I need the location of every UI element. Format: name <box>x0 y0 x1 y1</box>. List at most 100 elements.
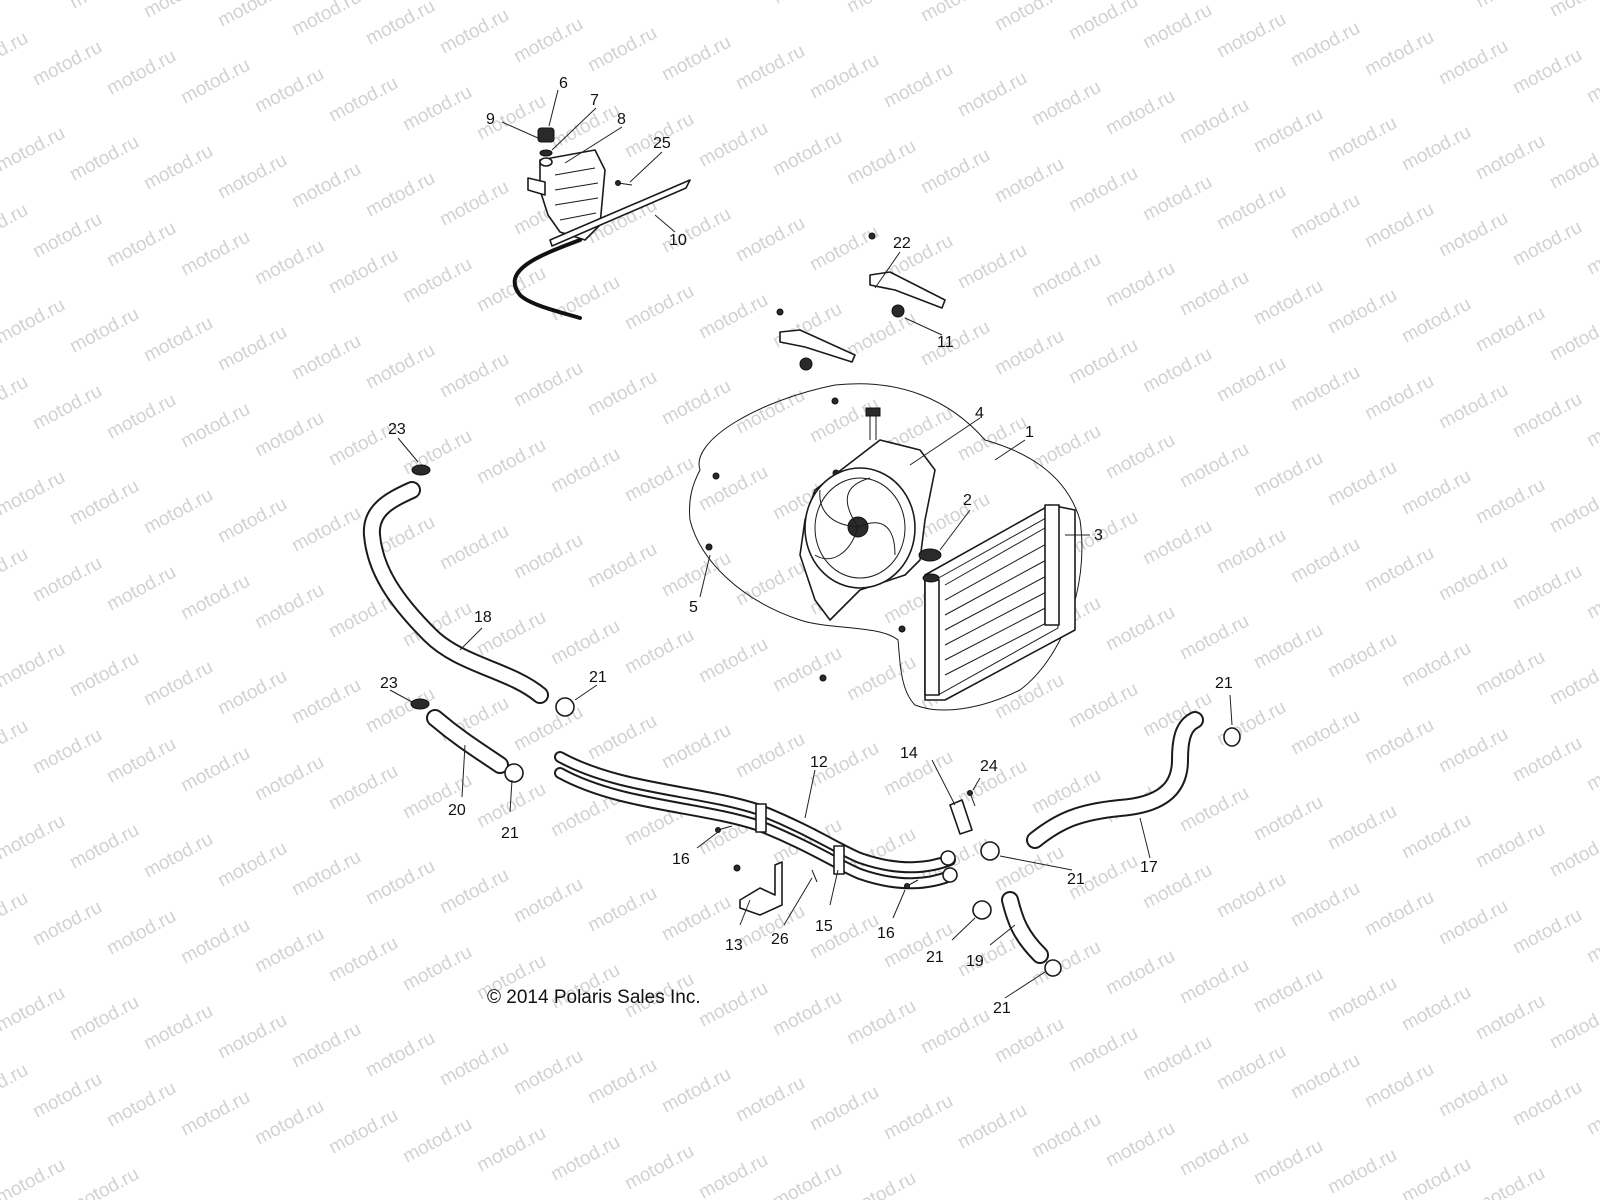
leader-lines <box>389 89 1233 999</box>
watermark-text: motod.ru <box>214 838 290 892</box>
watermark-text: motod.ru <box>1287 18 1363 72</box>
watermark-text: motod.ru <box>103 906 179 960</box>
watermark-text: motod.ru <box>1583 226 1600 280</box>
callout-18: 18 <box>474 609 492 626</box>
watermark-text: motod.ru <box>1472 131 1548 185</box>
watermark-text: motod.ru <box>399 1114 475 1168</box>
callout-16a: 16 <box>672 851 690 868</box>
watermark-text: motod.ru <box>1435 1068 1511 1122</box>
watermark-text: motod.ru <box>0 716 32 770</box>
watermark-text: motod.ru <box>1472 991 1548 1045</box>
watermark-text: motod.ru <box>1509 1077 1585 1131</box>
watermark-text: motod.ru <box>1139 516 1215 570</box>
watermark-text: motod.ru <box>658 376 734 430</box>
reservoir-cap <box>537 127 555 143</box>
grommet-23-upper <box>411 464 431 476</box>
tube-bracket-14 <box>949 799 973 835</box>
watermark-text: motod.ru <box>917 145 993 199</box>
watermark-text: motod.ru <box>1176 439 1252 493</box>
watermark-text: motod.ru <box>1176 267 1252 321</box>
watermark-text: motod.ru <box>103 46 179 100</box>
mount-strap-upper <box>869 271 946 309</box>
watermark-text: motod.ru <box>362 684 438 738</box>
watermark-text: motod.ru <box>843 308 919 362</box>
reservoir-mount-bracket <box>549 179 691 247</box>
watermark-text: motod.ru <box>362 168 438 222</box>
watermark-text: motod.ru <box>0 544 32 598</box>
watermark-text: motod.ru <box>251 1096 327 1150</box>
watermark-text: motod.ru <box>1472 1163 1548 1200</box>
watermark-text: motod.ru <box>251 408 327 462</box>
watermark-text: motod.ru <box>473 1123 549 1177</box>
callout-26: 26 <box>771 931 789 948</box>
watermark-text: motod.ru <box>288 675 364 729</box>
watermark-text: motod.ru <box>769 643 845 697</box>
watermark-text: motod.ru <box>732 41 808 95</box>
watermark-text: motod.ru <box>1102 258 1178 312</box>
watermark-text: motod.ru <box>1287 362 1363 416</box>
callout-17: 17 <box>1140 859 1158 876</box>
watermark-text: motod.ru <box>399 254 475 308</box>
watermark-text: motod.ru <box>1213 353 1289 407</box>
watermark-text: motod.ru <box>584 539 660 593</box>
watermark-text: motod.ru <box>769 1159 845 1200</box>
callout-9: 9 <box>486 111 495 128</box>
watermark-text: motod.ru <box>547 616 623 670</box>
watermark-text: motod.ru <box>103 1078 179 1132</box>
watermark-text: motod.ru <box>1139 0 1215 53</box>
watermark-text: motod.ru <box>510 702 586 756</box>
callout-4: 4 <box>975 405 984 422</box>
watermark-text: motod.ru <box>251 580 327 634</box>
watermark-text: motod.ru <box>1398 982 1474 1036</box>
watermark-text: motod.ru <box>29 725 105 779</box>
watermark-text: motod.ru <box>29 37 105 91</box>
watermark-text: motod.ru <box>806 394 882 448</box>
watermark-text: motod.ru <box>362 856 438 910</box>
watermark-text: motod.ru <box>658 720 734 774</box>
copyright-notice: © 2014 Polaris Sales Inc. <box>487 987 701 1008</box>
watermark-text: motod.ru <box>325 1105 401 1159</box>
watermark-text: motod.ru <box>510 874 586 928</box>
watermark-text: motod.ru <box>0 467 69 521</box>
watermark-text: motod.ru <box>177 55 253 109</box>
watermark-text: motod.ru <box>1065 335 1141 389</box>
watermark-text: motod.ru <box>695 634 771 688</box>
watermark-text: motod.ru <box>103 562 179 616</box>
callout-16b: 16 <box>877 925 895 942</box>
watermark-text: motod.ru <box>658 1064 734 1118</box>
watermark-text: motod.ru <box>658 32 734 86</box>
watermark-text: motod.ru <box>473 435 549 489</box>
watermark-text: motod.ru <box>695 462 771 516</box>
watermark-text: motod.ru <box>954 412 1030 466</box>
watermark-text: motod.ru <box>1361 199 1437 253</box>
watermark-text: motod.ru <box>1546 656 1600 710</box>
watermark-text: motod.ru <box>732 557 808 611</box>
watermark-text: motod.ru <box>1435 552 1511 606</box>
reservoir-overflow-hose <box>512 238 582 320</box>
watermark-text: motod.ru <box>1102 602 1178 656</box>
watermark-text: motod.ru <box>954 1100 1030 1154</box>
watermark-text: motod.ru <box>658 204 734 258</box>
watermark-text: motod.ru <box>1546 140 1600 194</box>
watermark-text: motod.ru <box>1509 561 1585 615</box>
watermark-text: motod.ru <box>140 141 216 195</box>
watermark-text: motod.ru <box>1176 1127 1252 1181</box>
watermark-text: motod.ru <box>140 1001 216 1055</box>
watermark-text: motod.ru <box>1583 54 1600 108</box>
watermark-text: motod.ru <box>251 752 327 806</box>
watermark-text: motod.ru <box>880 59 956 113</box>
watermark-text: motod.ru <box>732 385 808 439</box>
watermark-text: motod.ru <box>66 0 142 13</box>
watermark-text: motod.ru <box>1398 294 1474 348</box>
watermark-text: motod.ru <box>251 924 327 978</box>
watermark-text: motod.ru <box>1213 525 1289 579</box>
watermark-text: motod.ru <box>288 331 364 385</box>
watermark-text: motod.ru <box>1398 638 1474 692</box>
watermark-text: motod.ru <box>584 883 660 937</box>
watermark-text: motod.ru <box>843 652 919 706</box>
watermark-text: motod.ru <box>658 892 734 946</box>
watermark-text: motod.ru <box>917 317 993 371</box>
callout-24: 24 <box>980 758 998 775</box>
watermark-text: motod.ru <box>806 222 882 276</box>
watermark-text: motod.ru <box>917 1005 993 1059</box>
